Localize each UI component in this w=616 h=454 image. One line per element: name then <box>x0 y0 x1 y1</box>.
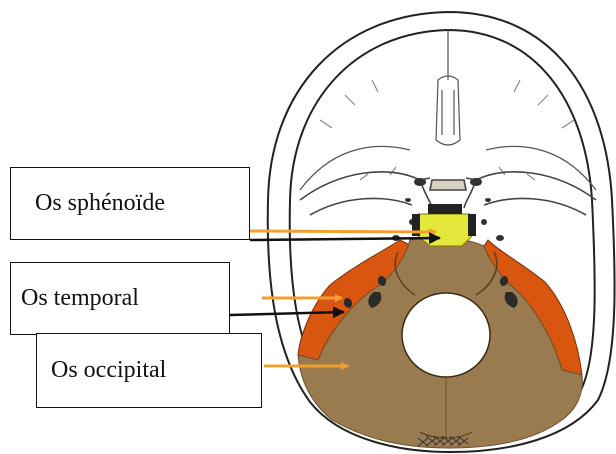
label-os-temporal: Os temporal <box>10 262 230 335</box>
label-os-occipital: Os occipital <box>36 333 262 408</box>
label-os-temporal-text: Os temporal <box>21 285 139 312</box>
label-os-sphenoide-text: Os sphénoïde <box>35 190 165 217</box>
sphenoid-arrow-orange <box>250 231 436 232</box>
label-os-sphenoide: Os sphénoïde <box>10 167 250 240</box>
occipital-bone <box>298 238 582 448</box>
anterior-fossa-lines <box>300 30 596 190</box>
label-os-occipital-text: Os occipital <box>51 357 166 384</box>
foramen-magnum <box>402 293 490 377</box>
